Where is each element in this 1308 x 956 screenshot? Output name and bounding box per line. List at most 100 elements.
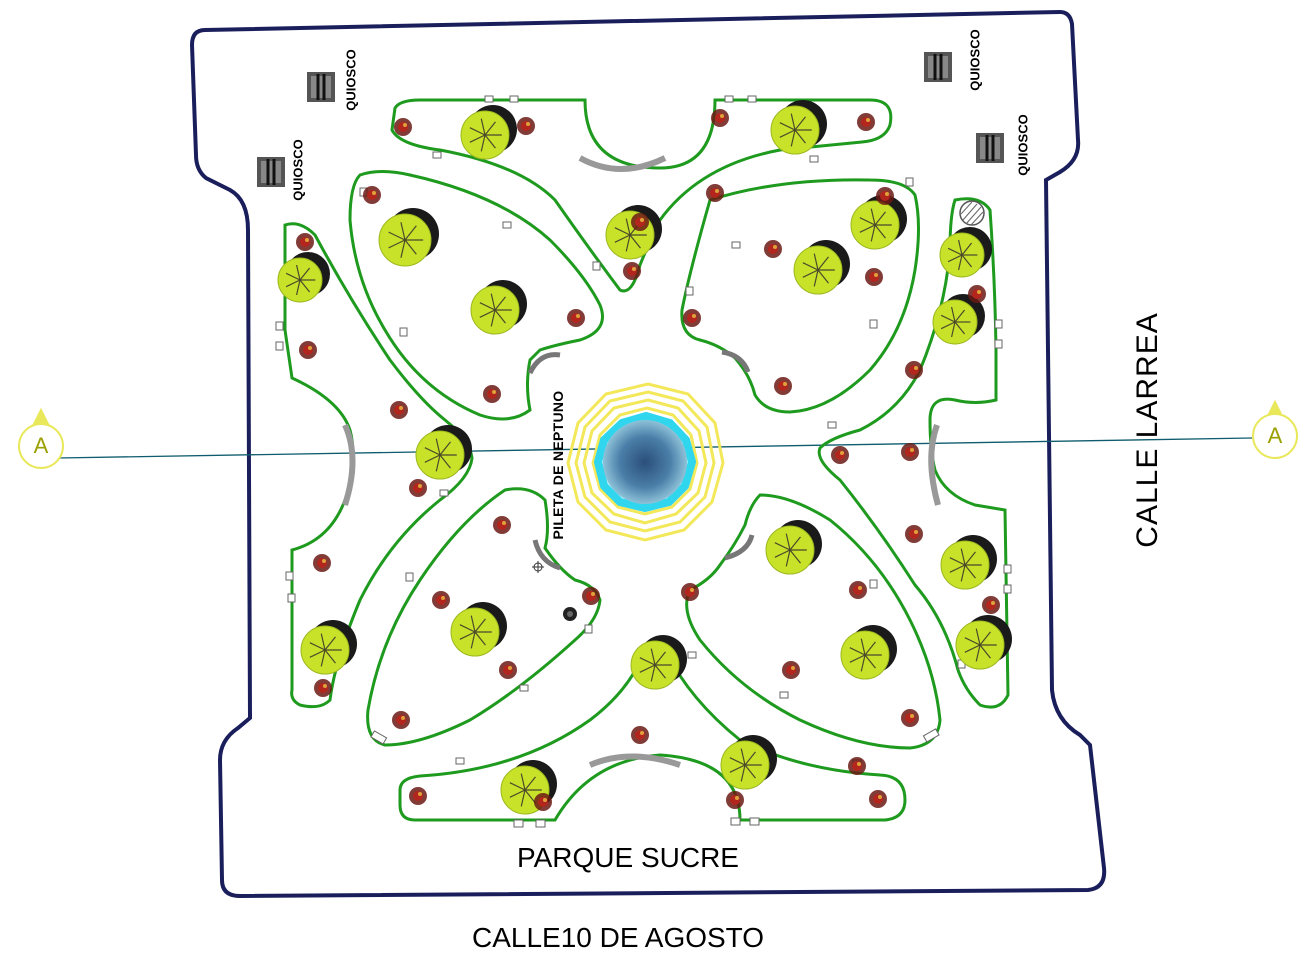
street-label-east: CALLE LARREA — [1131, 312, 1164, 548]
bench — [730, 817, 741, 826]
light-post-icon — [532, 561, 544, 573]
bench — [439, 489, 449, 497]
fountain-ring — [574, 390, 716, 533]
shrub-icon — [432, 591, 450, 609]
bench — [285, 571, 294, 581]
shrub-icon — [409, 479, 427, 497]
shrub-icon — [409, 787, 427, 805]
tree-icon — [850, 195, 907, 250]
shrub-icon — [764, 240, 782, 258]
shrub-icon — [865, 268, 883, 286]
arc-bench — [342, 423, 356, 506]
shrub-icon — [849, 581, 867, 599]
arc-bench — [527, 352, 561, 375]
shrub-icon — [313, 554, 331, 572]
shrub-icon — [848, 757, 866, 775]
shrub-icon — [774, 377, 792, 395]
arc-bench — [724, 534, 755, 561]
bench — [405, 572, 414, 582]
shrub-icon — [681, 583, 699, 601]
tree-icon — [793, 240, 850, 295]
shrub-icon — [499, 661, 517, 679]
tree-icon — [415, 425, 472, 480]
shrub-icon — [299, 341, 317, 359]
planter-northeast — [680, 178, 920, 414]
shrub-icon — [869, 790, 887, 808]
arc-bench — [928, 423, 941, 506]
tree-icon — [765, 520, 822, 575]
bench — [731, 241, 741, 249]
fountain-ring — [566, 382, 725, 542]
bench — [1003, 584, 1012, 594]
bench — [685, 286, 694, 296]
arc-bench — [578, 155, 667, 172]
tree-icon — [378, 208, 439, 267]
shrub-icon — [534, 793, 552, 811]
kiosk-label: QUIOSCO — [343, 49, 359, 111]
shrub-icon — [296, 233, 314, 251]
street-label-south: CALLE10 DE AGOSTO — [472, 922, 765, 953]
bench — [502, 221, 512, 229]
bench — [869, 579, 878, 589]
hatched-planter — [959, 200, 985, 226]
tree-icon — [450, 602, 507, 657]
bench — [809, 155, 819, 163]
section-marker-label: A — [1267, 423, 1283, 448]
shrub-icon — [631, 213, 649, 231]
bench — [399, 327, 408, 337]
kiosks — [257, 52, 1004, 187]
kiosk-label: QUIOSCO — [967, 29, 983, 91]
bench — [535, 819, 546, 828]
bench — [509, 95, 519, 103]
shrub-icon — [901, 443, 919, 461]
bench — [513, 819, 524, 828]
bench — [275, 321, 284, 331]
tree-icon — [720, 735, 777, 790]
bench — [869, 319, 878, 329]
shrub-icon — [314, 679, 332, 697]
planter-southeast — [685, 493, 942, 750]
arc-bench — [588, 753, 681, 768]
bench — [592, 261, 601, 271]
shrub-icon — [623, 262, 641, 280]
fountain-label: PILETA DE NEPTUNO — [550, 390, 566, 540]
fountain-water — [603, 420, 687, 504]
bench — [779, 691, 789, 699]
bench — [749, 817, 760, 826]
park-name: PARQUE SUCRE — [517, 842, 739, 873]
bench — [827, 421, 837, 429]
kiosk-icon — [257, 157, 285, 187]
benches — [275, 95, 1012, 828]
kiosk-label: QUIOSCO — [290, 139, 306, 201]
shrub-icon — [905, 361, 923, 379]
shrub-icon — [631, 726, 649, 744]
shrub-icon — [831, 446, 849, 464]
shrubs — [296, 109, 1000, 811]
shrub-icon — [706, 184, 724, 202]
bench — [994, 319, 1003, 329]
tree-icon — [932, 294, 985, 345]
section-marker-label: A — [33, 433, 49, 458]
bench — [724, 95, 734, 103]
bench — [432, 151, 442, 159]
bench — [994, 339, 1003, 349]
fountain-ring — [582, 398, 708, 525]
kiosk-icon — [976, 133, 1004, 163]
shrub-icon — [711, 109, 729, 127]
shrub-icon — [394, 118, 412, 136]
shrub-icon — [901, 709, 919, 727]
kiosk-icon — [307, 72, 335, 102]
planter-northwest — [348, 170, 604, 421]
shrub-icon — [968, 285, 986, 303]
tree-icon — [840, 625, 897, 680]
section-marker-right — [1252, 399, 1298, 459]
tree-icon — [300, 620, 357, 675]
trees — [277, 100, 1012, 815]
shrub-icon — [390, 401, 408, 419]
shrub-icon — [517, 117, 535, 135]
fountain-ring — [591, 406, 699, 516]
shrub-icon — [683, 309, 701, 327]
planter-east — [817, 197, 1010, 709]
bench — [370, 730, 388, 745]
